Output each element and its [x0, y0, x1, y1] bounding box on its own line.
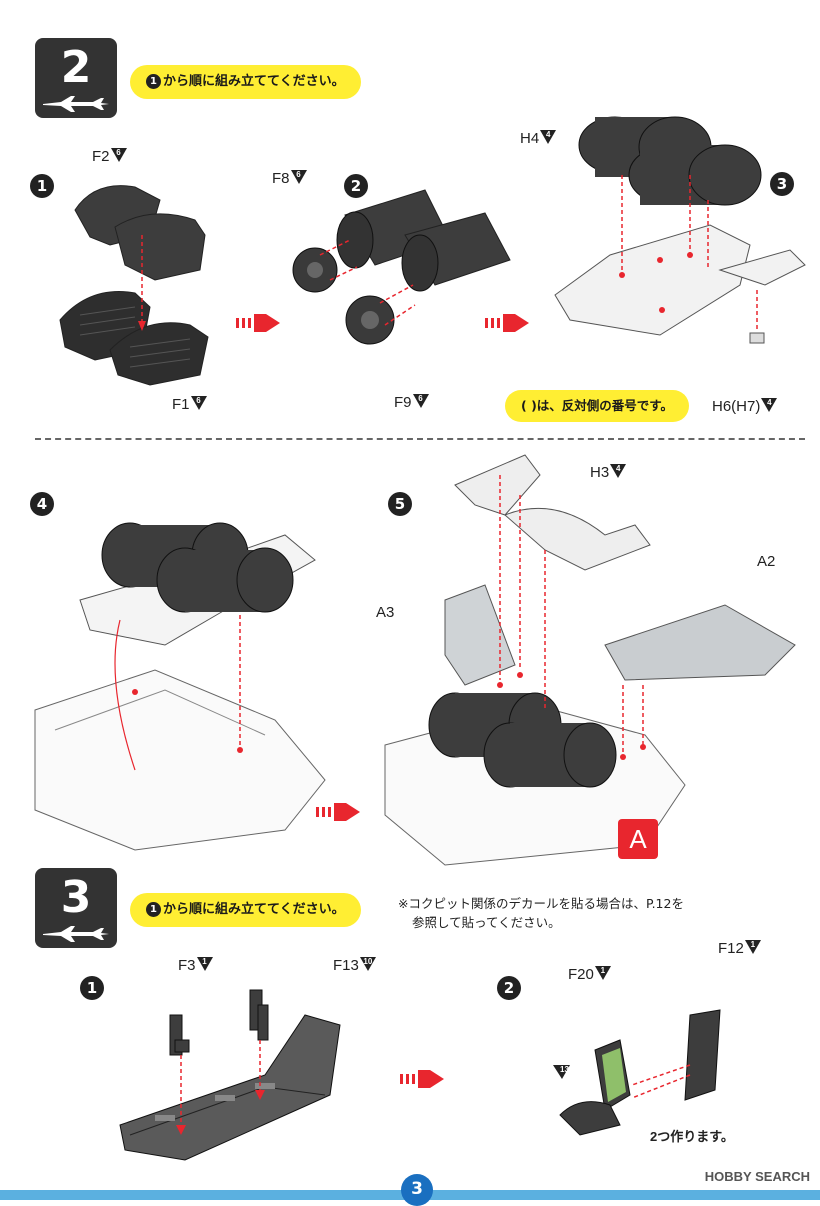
substep-1-marker: 1: [80, 976, 104, 1000]
watermark: HOBBY SEARCH: [704, 1169, 810, 1184]
decal-note-line1: ※コクピット関係のデカールを貼る場合は、P.12を: [398, 896, 684, 911]
sprue-marker-icon: 1: [594, 966, 611, 980]
opposite-side-note: ( )は、反対側の番号です。: [505, 390, 690, 422]
sprue-marker-icon: 6: [190, 396, 207, 410]
sprue-marker-icon: 1: [196, 957, 213, 971]
sprue-marker-icon: 4: [761, 398, 778, 412]
section-divider: [35, 438, 805, 440]
decal-note-line2: 参照して貼ってください。: [412, 915, 561, 930]
sprue-marker-icon: 1: [744, 940, 761, 954]
sprue-marker-icon: 6: [290, 170, 307, 184]
sub3-intake-base-drawing: [554, 116, 806, 344]
sub1-intake-parts-drawing: [59, 185, 209, 386]
substep-4-marker: 4: [30, 492, 54, 516]
circle-number: 1: [146, 902, 161, 917]
sub2-intake-assembly-drawing: [292, 189, 511, 345]
sub3-1-cockpit-tub-drawing: [119, 989, 341, 1161]
substep-2-marker: 2: [497, 976, 521, 1000]
page-number: 3: [401, 1174, 433, 1206]
substep-3-marker: 3: [770, 172, 794, 196]
sub4-fuselage-assembly-drawing: [34, 522, 326, 851]
sub3-2-ejection-seat-drawing: [553, 1009, 721, 1136]
substep-5-marker: 5: [388, 492, 412, 516]
part-label-a3: A3: [376, 604, 395, 621]
sub5-intake-ramps-drawing: [384, 454, 796, 866]
decal-13-marker: 13: [560, 1065, 569, 1074]
flow-arrow-icon: [485, 314, 529, 332]
flow-arrow-icon: [236, 314, 280, 332]
flow-arrow-icon: [316, 803, 360, 821]
sprue-marker-icon: 10: [359, 957, 376, 971]
sub-assembly-badge: A: [618, 819, 658, 859]
instruction-text: から順に組み立ててください。: [163, 902, 345, 917]
jet-silhouette-icon: [43, 926, 109, 942]
make-two-note: 2つ作ります。: [650, 1129, 734, 1144]
instruction-text: から順に組み立ててください。: [163, 74, 345, 89]
sprue-marker-icon: 4: [610, 464, 627, 478]
sprue-marker-icon: 6: [412, 394, 429, 408]
step-2-box: 2: [35, 38, 117, 118]
sprue-marker-icon: 6: [110, 148, 127, 162]
flow-arrow-icon: [400, 1070, 444, 1088]
substep-2-marker: 2: [344, 174, 368, 198]
circle-number: 1: [146, 74, 161, 89]
substep-1-marker: 1: [30, 174, 54, 198]
part-label-h6: H6(H7)4: [712, 398, 778, 415]
jet-silhouette-icon: [43, 96, 109, 112]
sprue-marker-icon: 4: [540, 130, 557, 144]
decal-note: ※コクピット関係のデカールを貼る場合は、P.12を 参照して貼ってください。: [398, 894, 684, 932]
step-3-box: 3: [35, 868, 117, 948]
step-2-number: 2: [60, 42, 92, 93]
part-label-a2: A2: [757, 553, 776, 570]
step-3-number: 3: [60, 872, 92, 923]
